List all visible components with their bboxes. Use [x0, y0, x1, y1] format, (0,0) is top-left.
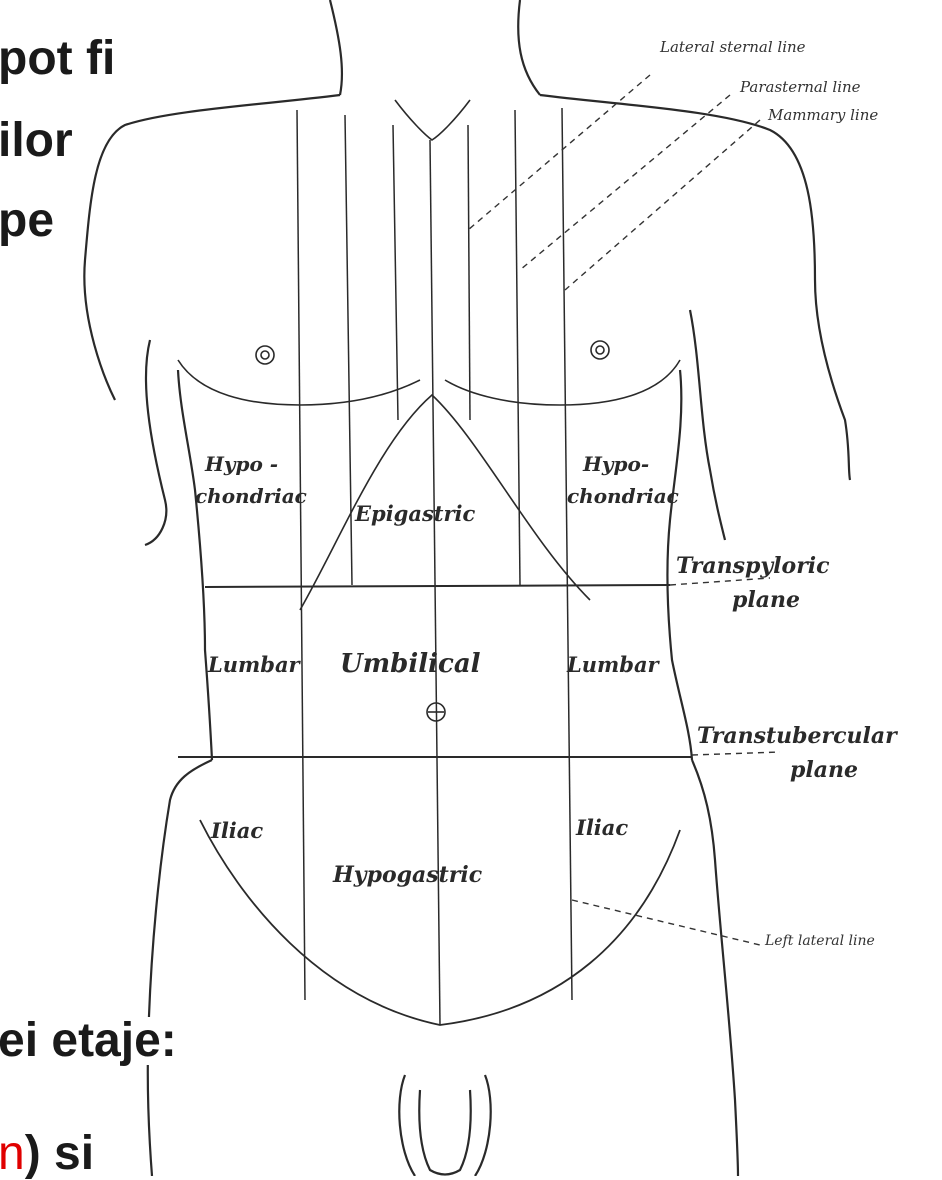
mammary-label: Mammary line — [767, 106, 878, 124]
epigastric-label: Epigastric — [354, 501, 476, 526]
transpyloric-pointer — [670, 578, 770, 585]
chest-contours — [178, 100, 680, 405]
hypochondriac-right-label-2: chondriac — [567, 484, 679, 508]
slide-text-line5: n) si — [0, 1130, 94, 1178]
slide-text-line5-rest: ) si — [25, 1127, 94, 1180]
transpyloric-label-line1: Transpyloric — [676, 553, 830, 579]
parasternal-pointer — [520, 95, 730, 270]
umbilical-label: Umbilical — [340, 649, 481, 679]
transtubercular-label-line1: Transtubercular — [697, 723, 898, 749]
hypochondriac-right-label-1: Hypo- — [582, 452, 649, 476]
transpyloric-plane-line — [205, 585, 670, 587]
lumbar-left-label: Lumbar — [207, 652, 302, 677]
left-lateral-label: Left lateral line — [764, 933, 875, 949]
slide-text-line3: pe — [0, 197, 54, 245]
slide-text-line4: ei etaje: — [0, 1017, 177, 1065]
transpyloric-label-line2: plane — [732, 587, 800, 613]
mammary-pointer — [565, 120, 760, 290]
iliac-right-label: Iliac — [575, 815, 628, 840]
transtubercular-label-line2: plane — [790, 757, 858, 783]
iliac-left-label: Iliac — [210, 818, 263, 843]
slide-text-line1: pot fi — [0, 35, 115, 83]
parasternal-label: Parasternal line — [739, 78, 861, 96]
left-lateral-pointer — [572, 900, 760, 945]
lateral-sternal-label: Lateral sternal line — [659, 38, 806, 56]
slide-text-red-fragment: n — [0, 1127, 25, 1180]
lumbar-right-label: Lumbar — [566, 652, 661, 677]
hypochondriac-left-label-1: Hypo - — [204, 452, 278, 476]
hypogastric-label: Hypogastric — [332, 862, 483, 888]
slide-text-line2: ilor — [0, 117, 73, 165]
transtubercular-pointer — [692, 752, 780, 755]
hypochondriac-left-label-2: chondriac — [195, 484, 307, 508]
